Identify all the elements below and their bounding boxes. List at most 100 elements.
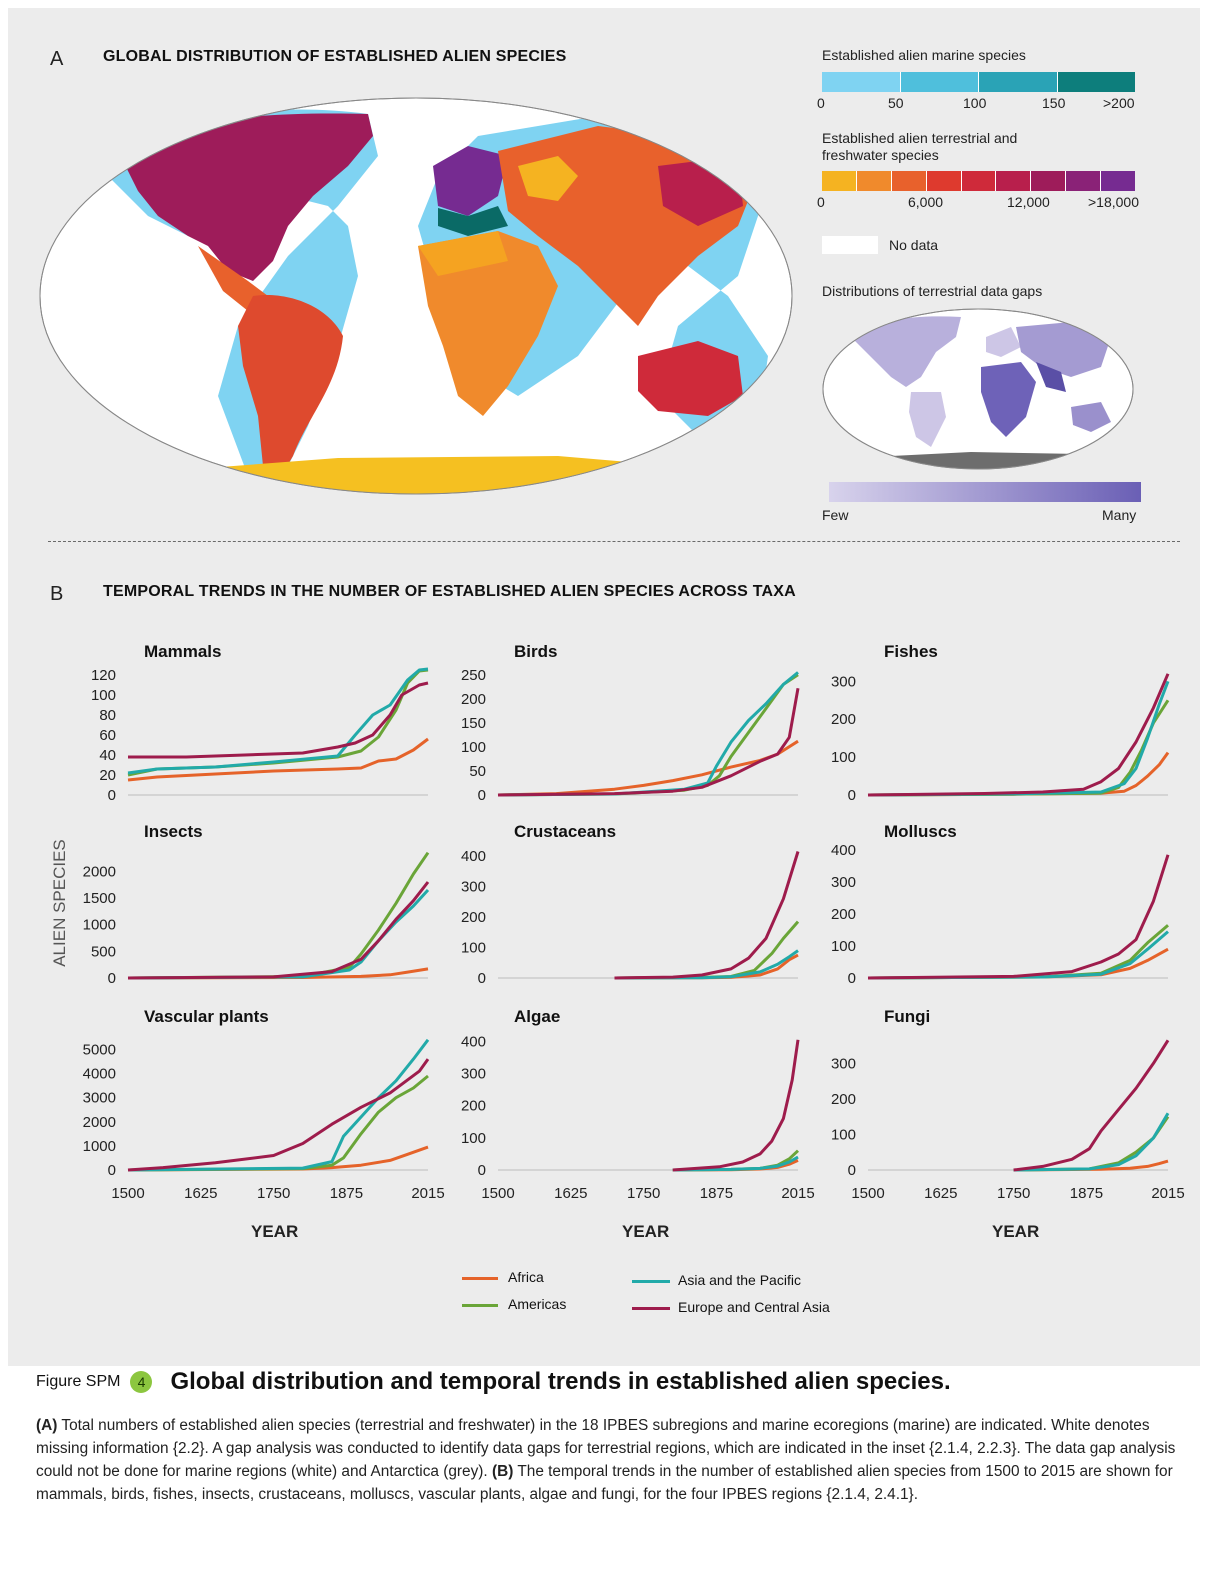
chart-title: Birds [514, 642, 557, 661]
y-tick-label: 400 [461, 848, 486, 865]
marine-tick: 100 [963, 95, 987, 111]
x-tick-label: 2015 [411, 1185, 444, 1202]
series-line-americas [1013, 1115, 1170, 1172]
y-tick-label: 4000 [83, 1066, 116, 1083]
terr-tick: 12,000 [1007, 194, 1050, 210]
chart-title: Fishes [884, 642, 938, 661]
series-line-asia-and-the-pacific [614, 949, 799, 980]
legend-label-europe: Europe and Central Asia [678, 1299, 830, 1315]
terr-tick: 6,000 [908, 194, 944, 210]
series-line-americas [497, 673, 799, 797]
y-tick-label: 300 [831, 874, 856, 891]
series-line-asia-and-the-pacific [867, 680, 1170, 797]
x-axis-title-col1: YEAR [251, 1222, 299, 1241]
terr-swatch-4 [926, 171, 962, 191]
series-line-africa [497, 739, 799, 797]
series-line-europe-and-central-asia [497, 688, 800, 797]
caption-b-label: (B) [491, 1463, 514, 1480]
series-line-europe-and-central-asia [614, 851, 800, 980]
y-tick-label: 2000 [83, 863, 116, 880]
x-tick-label: 1500 [851, 1185, 884, 1202]
y-tick-label: 40 [99, 747, 116, 764]
x-tick-label: 1625 [554, 1185, 587, 1202]
x-tick-label: 1750 [627, 1185, 660, 1202]
terr-tick: >18,000 [1088, 194, 1139, 210]
terr-tick: 0 [817, 194, 825, 210]
marine-swatch-4 [1057, 72, 1135, 92]
x-tick-label: 1750 [997, 1185, 1030, 1202]
y-tick-label: 3000 [83, 1090, 116, 1107]
series-line-asia-and-the-pacific [127, 667, 429, 775]
trend-charts: Mammals020406080100120Birds0501001502002… [83, 642, 1185, 1202]
series-line-americas [127, 851, 430, 980]
legend-swatch-asia [632, 1280, 670, 1283]
marine-tick: 50 [888, 95, 904, 111]
caption-header: Figure SPM 4 Global distribution and tem… [36, 1368, 951, 1396]
terr-swatch-6 [996, 171, 1032, 191]
series-line-asia-and-the-pacific [672, 1155, 799, 1172]
y-tick-label: 200 [831, 711, 856, 728]
marine-tick: >200 [1103, 95, 1135, 111]
series-line-asia-and-the-pacific [127, 1038, 430, 1172]
x-tick-label: 1500 [111, 1185, 144, 1202]
y-tick-label: 80 [99, 707, 116, 724]
series-line-europe-and-central-asia [127, 1058, 430, 1172]
series-line-europe-and-central-asia [127, 881, 430, 980]
y-tick-label: 120 [91, 667, 116, 684]
terrestrial-color-scale [822, 171, 1136, 191]
x-tick-label: 1875 [700, 1185, 733, 1202]
chart-title: Molluscs [884, 822, 957, 841]
x-tick-label: 1625 [184, 1185, 217, 1202]
series-line-europe-and-central-asia [867, 854, 1170, 980]
north-america [118, 113, 373, 281]
terr-swatch-5 [961, 171, 997, 191]
marine-tick: 0 [817, 95, 825, 111]
gaps-gradient-bar [829, 482, 1141, 502]
chart-title: Mammals [144, 642, 221, 661]
gaps-title: Distributions of terrestrial data gaps [822, 283, 1043, 299]
terr-swatch-3 [891, 171, 927, 191]
marine-swatch-3 [979, 72, 1058, 92]
y-tick-label: 100 [461, 1130, 486, 1147]
terr-swatch-8 [1066, 171, 1102, 191]
y-tick-label: 50 [469, 763, 486, 780]
terr-swatch-1 [822, 171, 857, 191]
data-gaps-inset-map [822, 308, 1134, 470]
chart-title: Crustaceans [514, 822, 616, 841]
y-tick-label: 100 [461, 940, 486, 957]
south-america [238, 295, 343, 481]
series-line-europe-and-central-asia [128, 681, 429, 759]
y-tick-label: 0 [478, 787, 486, 804]
y-tick-label: 0 [108, 787, 116, 804]
y-tick-label: 300 [831, 673, 856, 690]
y-tick-label: 1000 [83, 1138, 116, 1155]
marine-color-scale [822, 72, 1135, 92]
x-axis-title-col3: YEAR [992, 1222, 1040, 1241]
y-tick-label: 400 [831, 842, 856, 859]
x-tick-label: 2015 [781, 1185, 814, 1202]
legend-label-asia: Asia and the Pacific [678, 1272, 801, 1288]
europe [433, 146, 508, 216]
y-tick-label: 0 [848, 1162, 856, 1179]
y-tick-label: 100 [91, 687, 116, 704]
gaps-high-label: Many [1102, 507, 1137, 523]
africa [418, 231, 558, 416]
terr-swatch-2 [856, 171, 892, 191]
y-tick-label: 100 [831, 749, 856, 766]
y-tick-label: 1500 [83, 890, 116, 907]
y-tick-label: 0 [108, 1162, 116, 1179]
legend-inner: Africa Americas Asia and the Pacific Eur… [462, 1269, 862, 1319]
legend-label-americas: Americas [508, 1296, 567, 1312]
series-line-africa [867, 751, 1170, 797]
series-line-europe-and-central-asia [1013, 1039, 1170, 1172]
y-tick-label: 0 [108, 970, 116, 987]
y-tick-label: 500 [91, 943, 116, 960]
x-tick-label: 1875 [330, 1185, 363, 1202]
y-tick-label: 300 [461, 879, 486, 896]
series-line-americas [127, 1074, 429, 1172]
chart-title: Fungi [884, 1007, 930, 1026]
australia [638, 341, 743, 416]
